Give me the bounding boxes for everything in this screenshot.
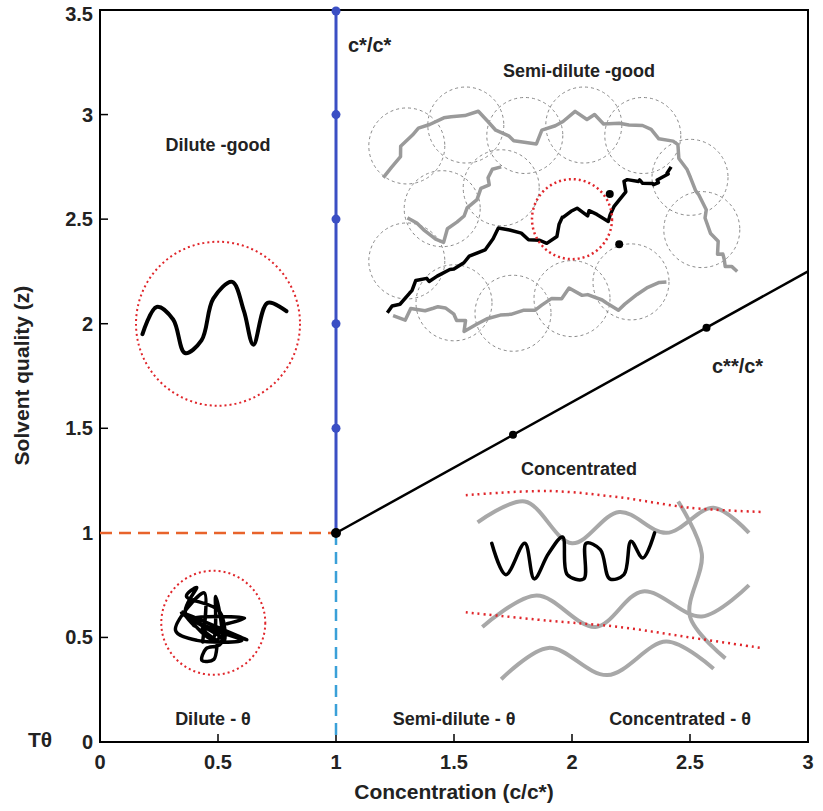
tick-label: 1.5 (65, 417, 93, 439)
region-label: Concentrated (521, 460, 637, 480)
region-label: Semi-dilute -good (503, 62, 655, 82)
tick (99, 734, 101, 742)
region-label: Semi-dilute - θ (393, 710, 516, 730)
melt-chain (678, 501, 725, 658)
tick (100, 114, 108, 116)
data-dot (509, 431, 517, 439)
blob-circle (463, 150, 539, 226)
axis-title: Concentration (c/c*) (354, 780, 554, 803)
theta-line (100, 532, 336, 535)
tick-label: 0.5 (204, 751, 232, 773)
theta-label: Tθ (28, 728, 52, 751)
tagged-chain (387, 167, 671, 313)
tick-label: 0 (82, 731, 93, 753)
data-dot (332, 319, 341, 328)
chain-dot (606, 190, 614, 198)
tick (100, 428, 108, 430)
tick (807, 734, 809, 742)
neighbour-chain (383, 111, 737, 271)
tick (100, 637, 108, 639)
region-label: Dilute - θ (175, 710, 251, 730)
tick (100, 323, 108, 325)
overlap-dashed-line (335, 533, 338, 742)
axis-ticks (100, 10, 808, 742)
tick (100, 218, 108, 220)
neighbour-chain (393, 282, 666, 332)
melt-chain (478, 501, 749, 543)
tube-boundary (466, 612, 761, 648)
tick (335, 734, 337, 742)
data-dot (332, 7, 341, 16)
blob-circle (369, 108, 445, 184)
tick (217, 734, 219, 742)
tick (453, 734, 455, 742)
tick-label: 2.5 (676, 751, 704, 773)
coil-boundary (136, 242, 300, 406)
data-dot (331, 528, 341, 538)
tick-label: 3 (82, 104, 93, 126)
tick-label: 2 (566, 751, 577, 773)
tick-label: 0 (94, 751, 105, 773)
data-dot (332, 110, 341, 119)
axis-title: Solvent quality (z) (10, 286, 33, 466)
tick-label: 1.5 (440, 751, 468, 773)
tick (100, 9, 108, 11)
coil-boundary (161, 571, 265, 675)
reptating-chain (492, 533, 655, 580)
data-dot (332, 215, 341, 224)
swollen-chain (142, 282, 286, 353)
data-dot (703, 324, 711, 332)
tick-label: 1 (82, 522, 93, 544)
plot-frame (100, 10, 808, 742)
melt-chain (482, 585, 749, 627)
chain-dot (615, 240, 623, 248)
tick-label: 0.5 (65, 626, 93, 648)
tick-label: 3.5 (65, 3, 93, 25)
tick-label: 1 (330, 751, 341, 773)
collapsed-coil (175, 587, 246, 661)
melt-chain (501, 642, 713, 680)
tick (100, 741, 108, 743)
crossover-line (336, 271, 808, 533)
line-label: c*/c* (348, 34, 391, 56)
tick-label: 2 (82, 313, 93, 335)
tick-label: 3 (802, 751, 813, 773)
region-label: Dilute -good (166, 136, 271, 156)
tick-label: 2.5 (65, 208, 93, 230)
blob-circle (369, 223, 445, 299)
blob-circle (416, 265, 492, 341)
correlation-blob (532, 179, 612, 259)
overlap-line (335, 10, 338, 533)
blob-circle (605, 97, 681, 173)
region-label: Concentrated - θ (609, 710, 751, 730)
tick (571, 734, 573, 742)
tube-boundary (466, 491, 761, 512)
data-dot (332, 424, 341, 433)
tick (689, 734, 691, 742)
illustrations (136, 87, 761, 679)
blob-circle (487, 97, 563, 173)
neighbour-chain (407, 167, 501, 243)
line-label: c**/c* (712, 355, 763, 377)
